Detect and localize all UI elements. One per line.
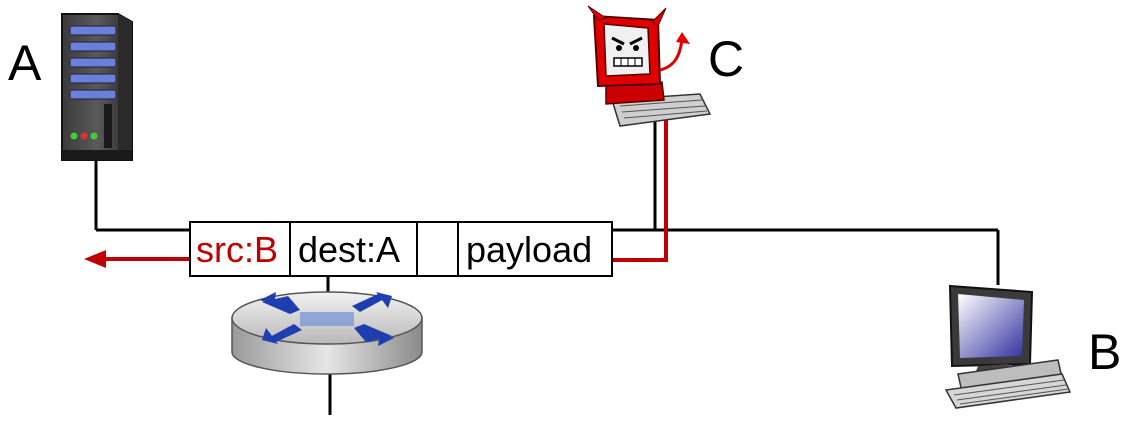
desktop-computer-icon (944, 284, 1072, 409)
node-c-label: C (708, 31, 744, 87)
devil-computer-icon (587, 5, 712, 127)
packet: src:B dest:A payload (189, 221, 613, 277)
attack-arrowhead (84, 250, 106, 268)
router-icon (231, 291, 423, 375)
server-icon (61, 13, 133, 161)
packet-box (189, 221, 613, 277)
packet-payload-field: payload (466, 229, 592, 270)
packet-dest-field: dest:A (298, 229, 400, 270)
node-b-label: B (1088, 324, 1121, 380)
spoofed-packet-path (100, 120, 668, 262)
attack-path-from-c (612, 120, 668, 262)
packet-src-field: src:B (196, 229, 278, 270)
node-a-label: A (8, 35, 42, 91)
